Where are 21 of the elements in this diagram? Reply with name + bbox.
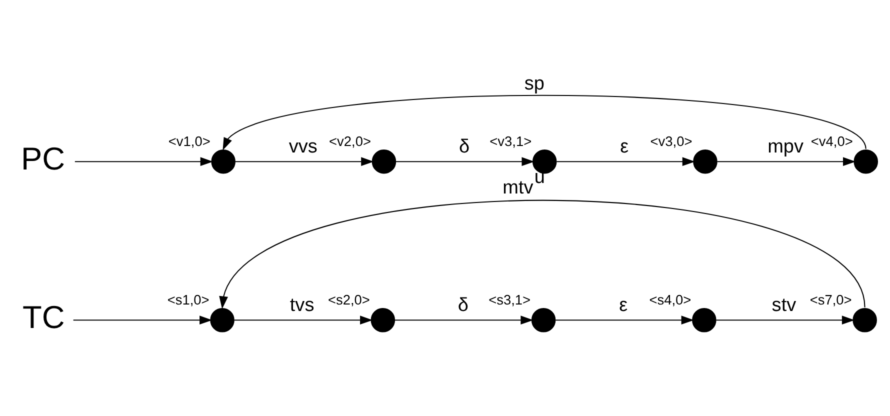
node-label: <v1,0> (168, 134, 210, 150)
node-label: <v4,0> (810, 134, 853, 150)
edge-label: δ (459, 136, 470, 158)
edge-label: ε (619, 295, 628, 316)
node-label: <s4,0> (649, 292, 692, 308)
node-text: TC (22, 299, 65, 336)
edge-label: mpv (768, 136, 804, 158)
node-label: <s1,0> (167, 292, 210, 308)
node-label: <v2,0> (329, 134, 371, 150)
node-label: <v3,1> (490, 134, 532, 150)
edge-label: ε (620, 136, 629, 158)
edge-label: δ (458, 295, 469, 316)
node-label: <s7,0> (810, 292, 852, 308)
node-text: PC (20, 140, 65, 177)
node-label: <s2,0> (328, 292, 370, 308)
node-label: <v3,0> (650, 134, 692, 150)
node-label: <s3,1> (488, 292, 531, 308)
edge-label: vvs (288, 136, 318, 158)
edge-label: tvs (290, 295, 314, 316)
edge-label: stv (772, 295, 796, 316)
edge-label: sp (524, 73, 544, 94)
